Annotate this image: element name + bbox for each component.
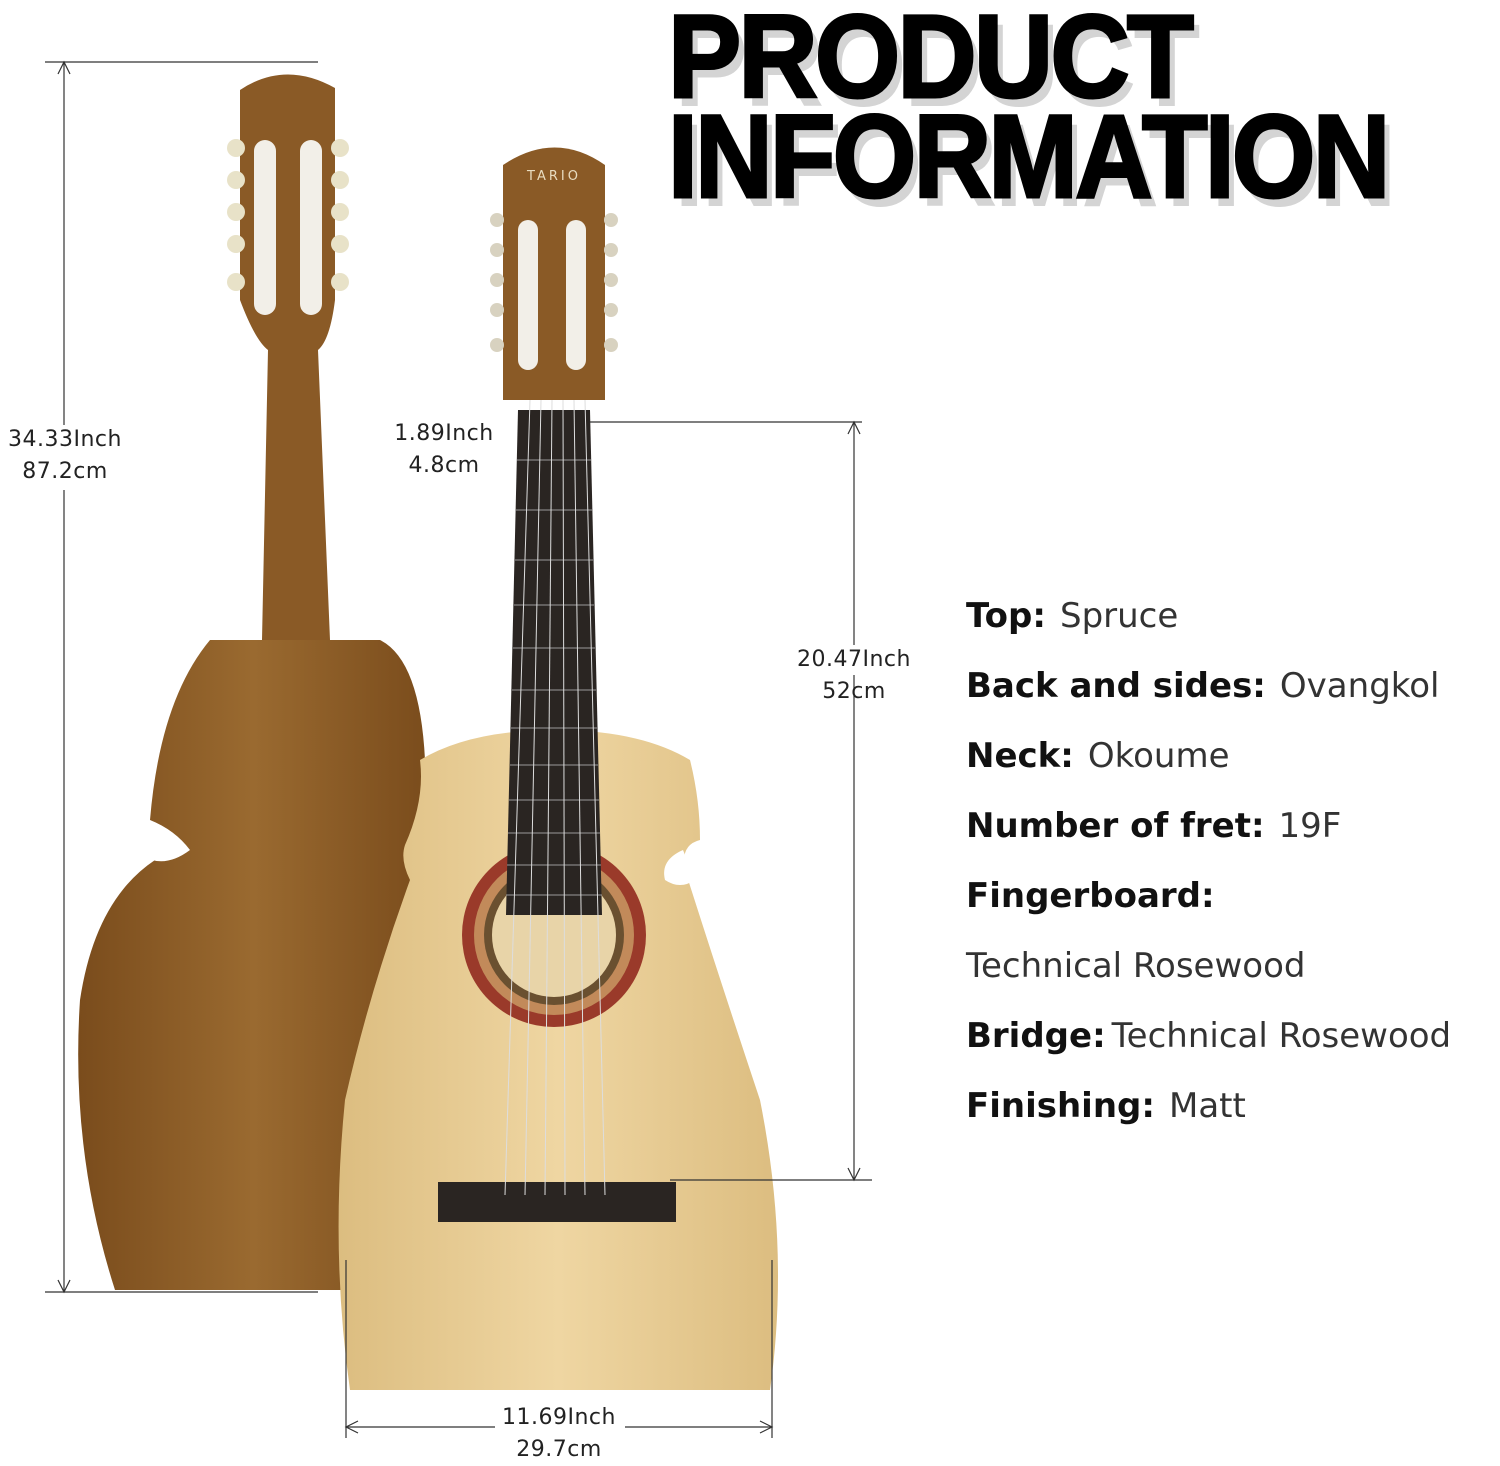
guitar-front-view: TARIO (338, 147, 778, 1390)
spec-fingerboard: Fingerboard: (966, 876, 1229, 916)
spec-value: Spruce (1059, 596, 1179, 636)
spec-finishing: Finishing: Matt (966, 1086, 1246, 1126)
title-line-2: INFORMATION (667, 91, 1392, 223)
total-length-inch: 34.33Inch (8, 427, 122, 452)
spec-label: Number of fret: (966, 806, 1265, 846)
scale-length-cm: 52cm (822, 679, 886, 704)
spec-value: Ovangkol (1279, 666, 1440, 706)
spec-value: 19F (1278, 806, 1342, 846)
title-line-1: PRODUCT (667, 0, 1196, 123)
spec-label: Finishing: (966, 1086, 1155, 1126)
guitar-back-view (78, 74, 429, 1290)
spec-value: Technical Rosewood (966, 946, 1306, 986)
scale-length-label: 20.47Inch 52cm (784, 644, 924, 708)
spec-top: Top: Spruce (966, 596, 1178, 636)
brand-logo: TARIO (526, 169, 581, 184)
spec-value: Technical Rosewood (1111, 1016, 1452, 1056)
total-length-cm: 87.2cm (22, 459, 108, 484)
scale-length-inch: 20.47Inch (797, 647, 911, 672)
spec-bridge: Bridge:Technical Rosewood (966, 1016, 1451, 1056)
spec-value: Matt (1168, 1086, 1246, 1126)
spec-neck: Neck: Okoume (966, 736, 1230, 776)
nut-width-cm: 4.8cm (408, 453, 480, 478)
spec-value: Okoume (1087, 736, 1230, 776)
body-width-inch: 11.69Inch (502, 1405, 616, 1430)
nut-width-inch: 1.89Inch (394, 421, 494, 446)
spec-fingerboard-value: Technical Rosewood (966, 946, 1305, 986)
nut-width-label: 1.89Inch 4.8cm (384, 418, 504, 482)
spec-back-sides: Back and sides: Ovangkol (966, 666, 1440, 706)
spec-label: Neck: (966, 736, 1074, 776)
dimension-lines (45, 60, 872, 1438)
body-width-cm: 29.7cm (516, 1437, 602, 1462)
total-length-label: 34.33Inch 87.2cm (0, 424, 130, 488)
spec-label: Back and sides: (966, 666, 1266, 706)
spec-frets: Number of fret: 19F (966, 806, 1341, 846)
spec-label: Fingerboard: (966, 876, 1215, 916)
body-width-label: 11.69Inch 29.7cm (489, 1402, 629, 1466)
spec-label: Top: (966, 596, 1046, 636)
spec-label: Bridge: (966, 1016, 1106, 1056)
